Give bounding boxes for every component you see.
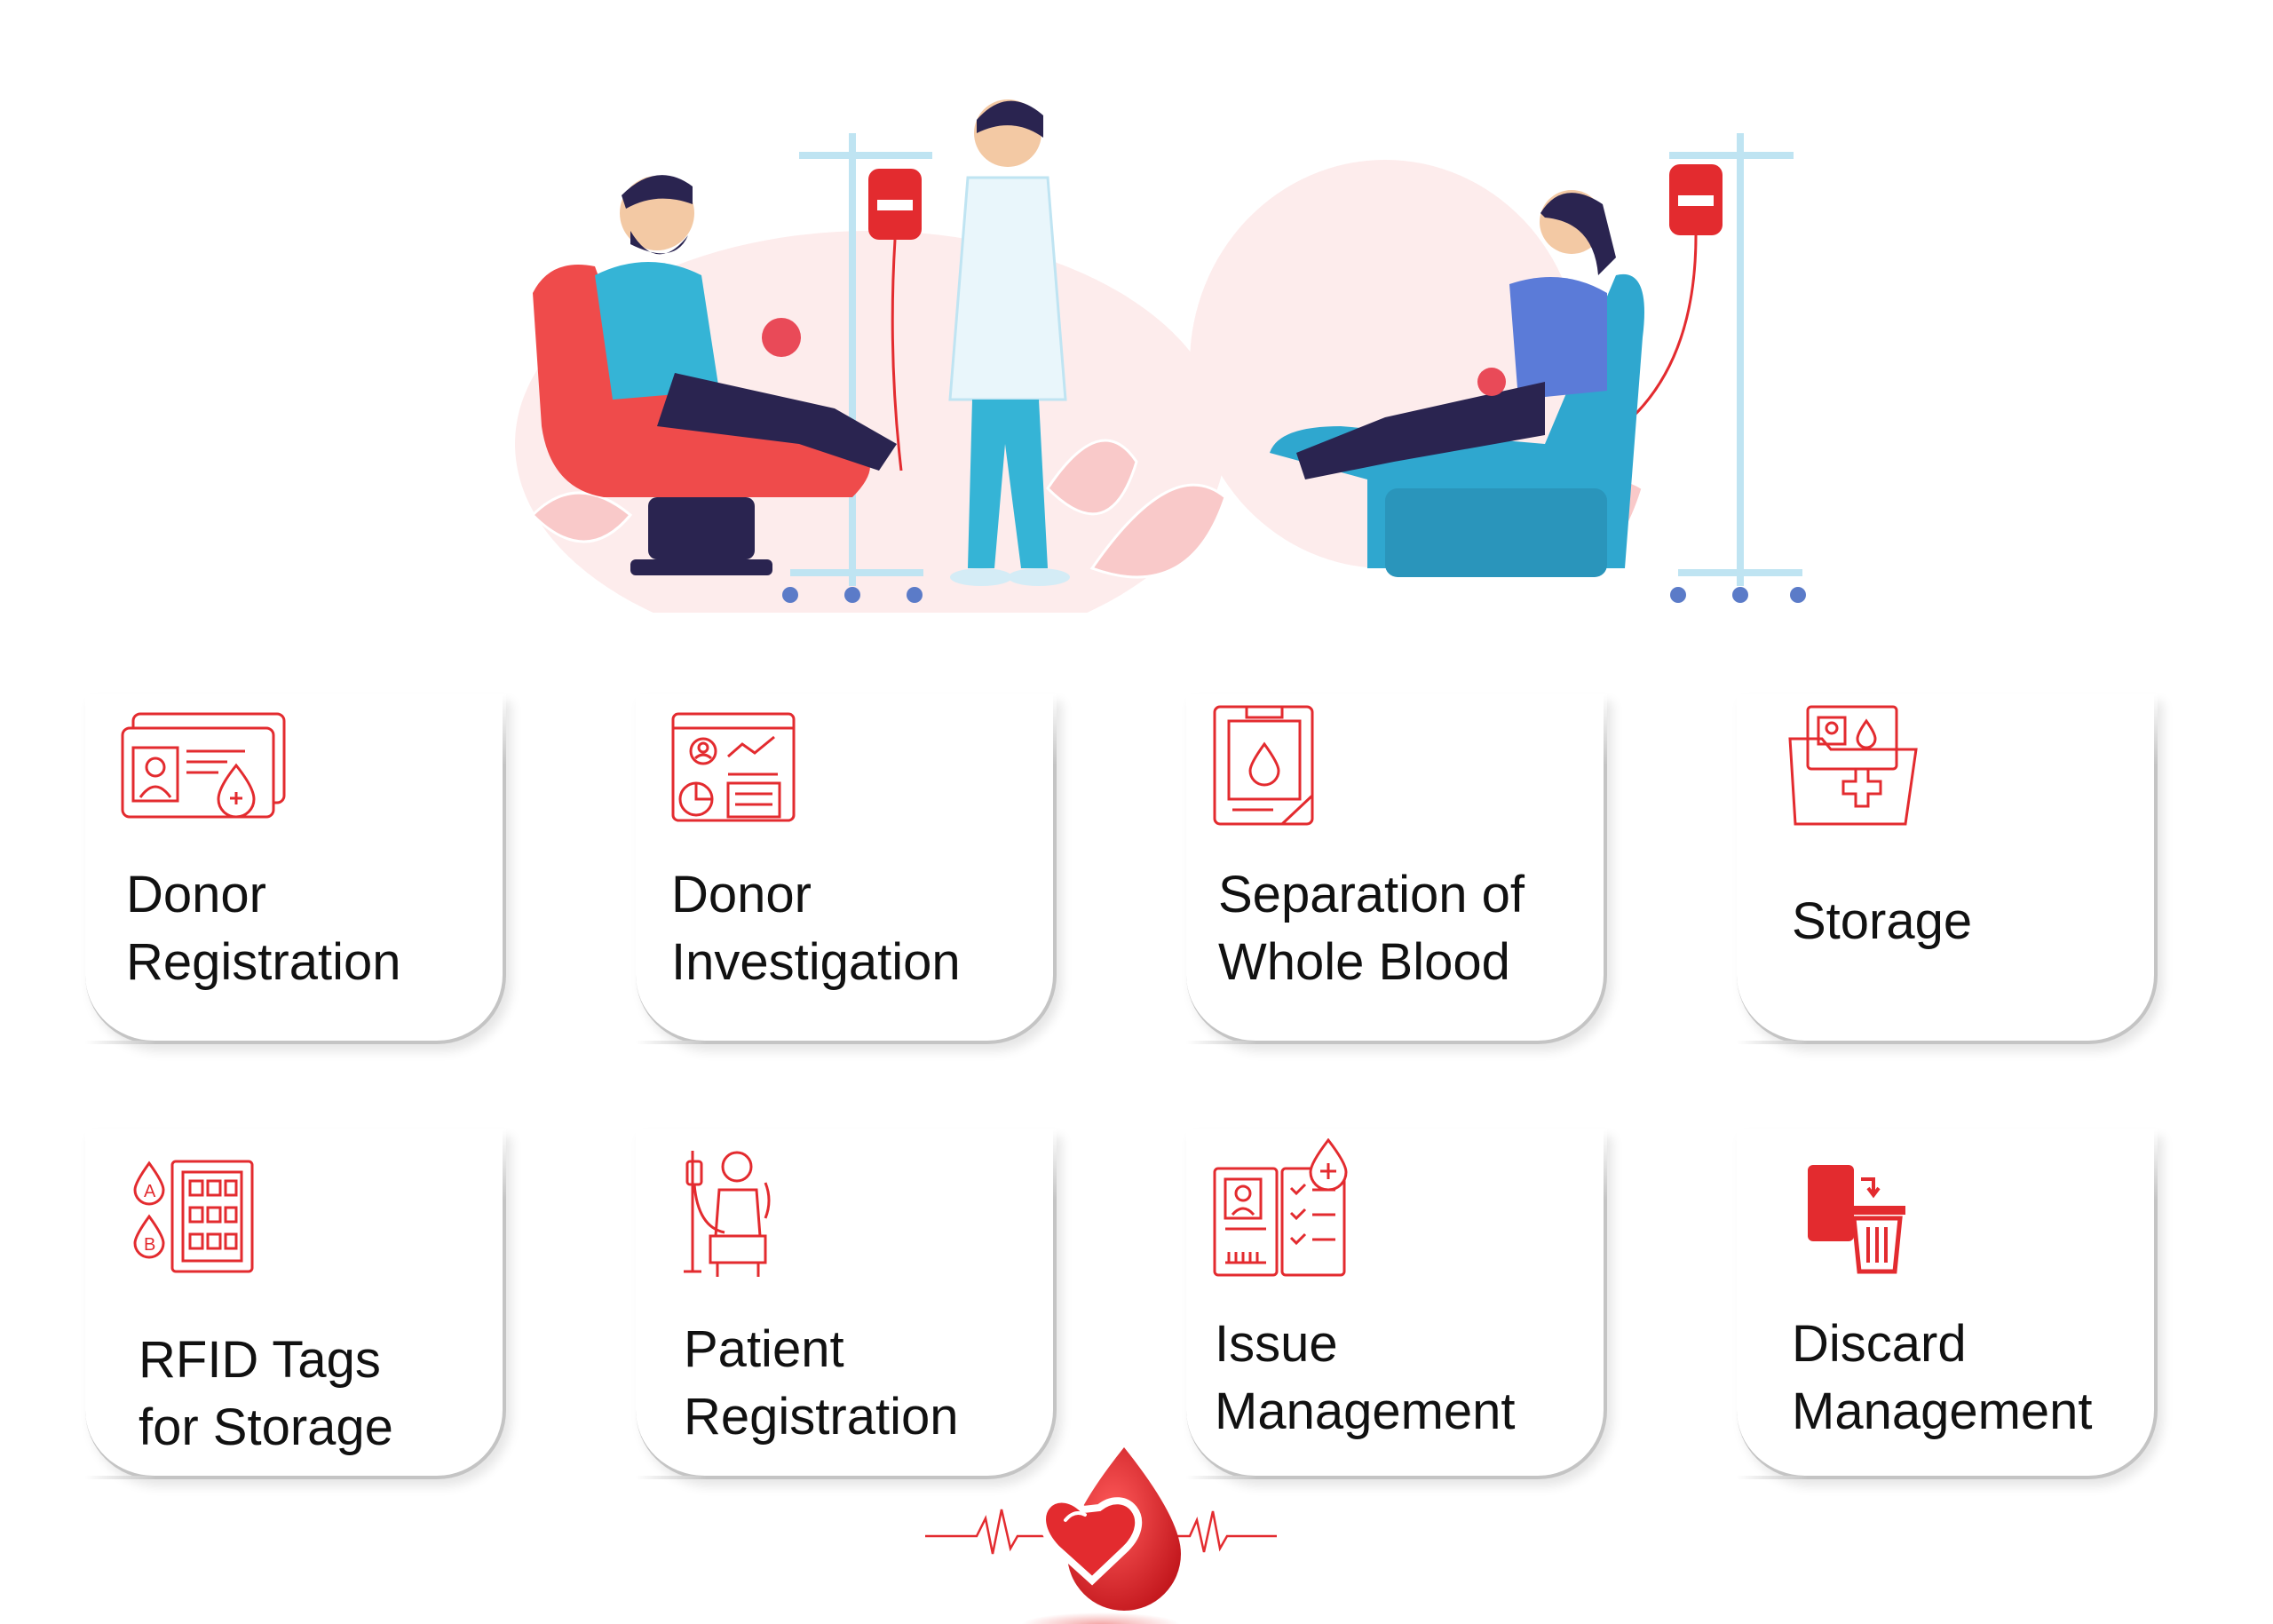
svg-text:B: B [144,1235,155,1255]
feature-card-issue-management[interactable]: Issue Management [1186,1129,1607,1479]
heart-blood-drop-logo [925,1447,1277,1624]
card-label: Discard Management [1792,1315,2093,1440]
svg-text:A: A [144,1182,156,1201]
dashboard-report-icon [671,712,796,822]
blood-bag-document-icon [1213,705,1314,826]
discard-trash-icon [1808,1165,1905,1274]
card-label: Donor Registration [126,866,401,991]
feature-card-separation-of-whole-blood[interactable]: Separation of Whole Blood [1186,694,1607,1044]
card-label: RFID Tags for Storage [139,1331,393,1456]
blood-donation-illustration [515,99,1806,613]
issue-records-icon [1213,1138,1348,1277]
card-label: Issue Management [1215,1315,1516,1440]
blood-fridge-icon: A B [133,1160,254,1273]
feature-card-donor-registration[interactable]: Donor Registration [85,694,506,1044]
id-card-blood-icon [121,712,286,819]
card-label: Donor Investigation [671,866,961,991]
medical-folder-icon [1788,705,1918,826]
card-label: Patient Registration [684,1320,959,1446]
card-label: Separation of Whole Blood [1218,866,1525,991]
patient-transfusion-icon [684,1151,771,1277]
feature-card-discard-management[interactable]: Discard Management [1737,1129,2158,1479]
feature-card-patient-registration[interactable]: Patient Registration [636,1129,1057,1479]
feature-card-donor-investigation[interactable]: Donor Investigation [636,694,1057,1044]
feature-card-storage[interactable]: Storage [1737,694,2158,1044]
feature-card-rfid-tags-for-storage[interactable]: A B RFID Tags for Storage [85,1129,506,1479]
card-label: Storage [1792,892,1973,950]
